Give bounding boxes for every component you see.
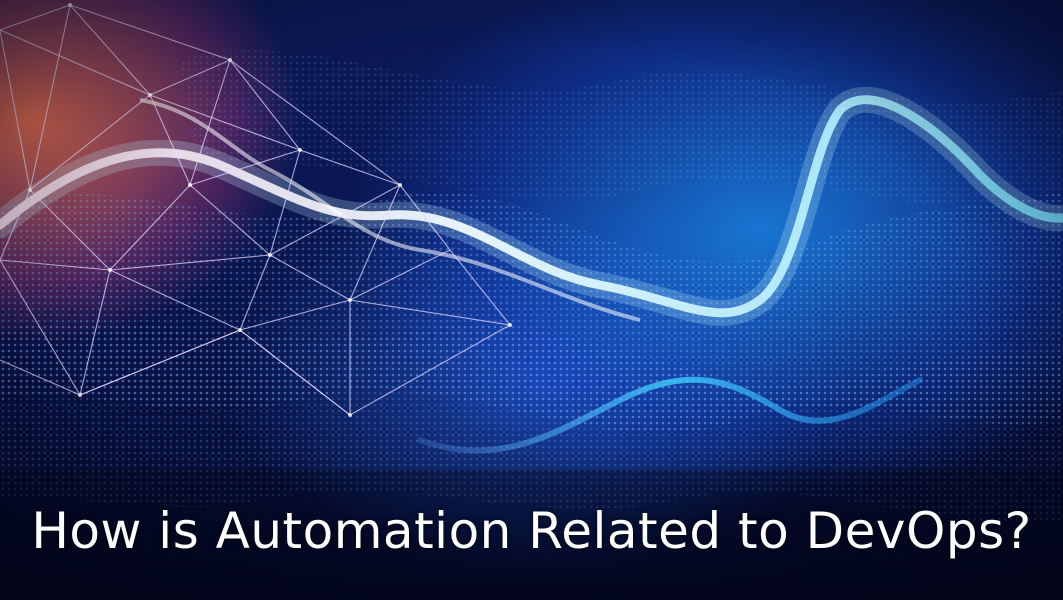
bottom-shade (0, 470, 1063, 600)
headline-text: How is Automation Related to DevOps? (31, 502, 1032, 560)
